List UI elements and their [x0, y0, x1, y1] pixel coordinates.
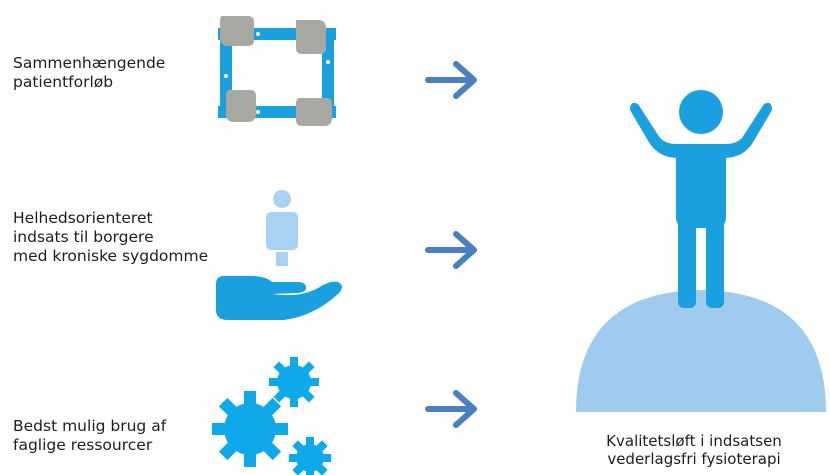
arrow-1-icon: [425, 61, 477, 99]
row-2-label: Helhedsorienteret indsats til borgere me…: [13, 209, 208, 266]
row-1-line-2: patientforløb: [13, 73, 114, 91]
row-2-line-3: med kroniske sygdomme: [13, 247, 209, 265]
large-gear: [212, 391, 288, 467]
gears-icon: [212, 357, 331, 475]
joined-hands-icon: [218, 16, 336, 126]
person-on-summit-icon: [576, 90, 826, 412]
bottom-gear: [289, 437, 331, 475]
top-gear: [269, 357, 319, 407]
row-2-line-1: Helhedsorienteret: [13, 209, 153, 227]
arrow-3-icon: [425, 390, 477, 428]
result-caption: Kvalitetsløft i indsatsen vederlagsfri f…: [578, 432, 810, 468]
row-3-line-2: faglige ressourcer: [13, 436, 153, 454]
row-1-label: Sammenhængende patientforløb: [13, 54, 165, 92]
arrow-2-icon: [425, 231, 477, 269]
row-3-label: Bedst mulig brug af faglige ressourcer: [13, 417, 166, 455]
result-line-2: vederlagsfri fysioterapi: [607, 450, 781, 468]
row-1-line-1: Sammenhængende: [13, 54, 166, 72]
hand-holding-person-icon: [216, 190, 342, 320]
row-3-line-1: Bedst mulig brug af: [13, 417, 167, 435]
row-2-line-2: indsats til borgere: [13, 228, 154, 246]
result-line-1: Kvalitetsløft i indsatsen: [606, 432, 782, 450]
